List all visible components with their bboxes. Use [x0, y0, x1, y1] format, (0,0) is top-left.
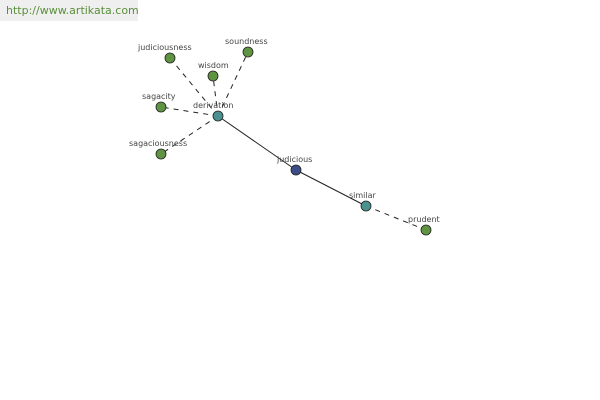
site-url-link[interactable]: http://www.artikata.com	[6, 4, 139, 17]
node-label-soundness: soundness	[225, 37, 268, 46]
node-prudent[interactable]	[420, 224, 432, 236]
nodes-layer	[155, 46, 432, 236]
node-label-sagacity: sagacity	[142, 92, 176, 101]
node-judicious[interactable]	[290, 164, 302, 176]
edge-derivation-judiciousness	[169, 57, 219, 117]
edge-derivation-soundness	[217, 51, 249, 117]
node-label-prudent: prudent	[408, 215, 440, 224]
labels-layer: judicious derivation similar judiciousness s…	[129, 37, 440, 224]
node-soundness[interactable]	[242, 46, 254, 58]
edges-layer	[160, 51, 427, 231]
edge-similar-prudent	[365, 205, 427, 231]
node-label-judiciousness: judiciousness	[137, 43, 192, 52]
node-wisdom[interactable]	[207, 70, 219, 82]
node-judiciousness[interactable]	[164, 52, 176, 64]
edge-judicious-similar	[295, 169, 367, 207]
edge-derivation-sagaciousness	[160, 115, 219, 155]
node-label-judicious: judicious	[276, 155, 312, 164]
node-derivation[interactable]	[212, 110, 224, 122]
node-label-derivation: derivation	[193, 101, 233, 110]
url-banner: http://www.artikata.com	[0, 0, 139, 21]
node-label-similar: similar	[349, 191, 377, 200]
edge-derivation-wisdom	[212, 75, 219, 117]
node-label-sagaciousness: sagaciousness	[129, 139, 187, 148]
edge-judicious-derivation	[217, 115, 297, 171]
node-sagacity[interactable]	[155, 101, 167, 113]
node-similar[interactable]	[360, 200, 372, 212]
node-label-wisdom: wisdom	[198, 61, 229, 70]
node-sagaciousness[interactable]	[155, 148, 167, 160]
